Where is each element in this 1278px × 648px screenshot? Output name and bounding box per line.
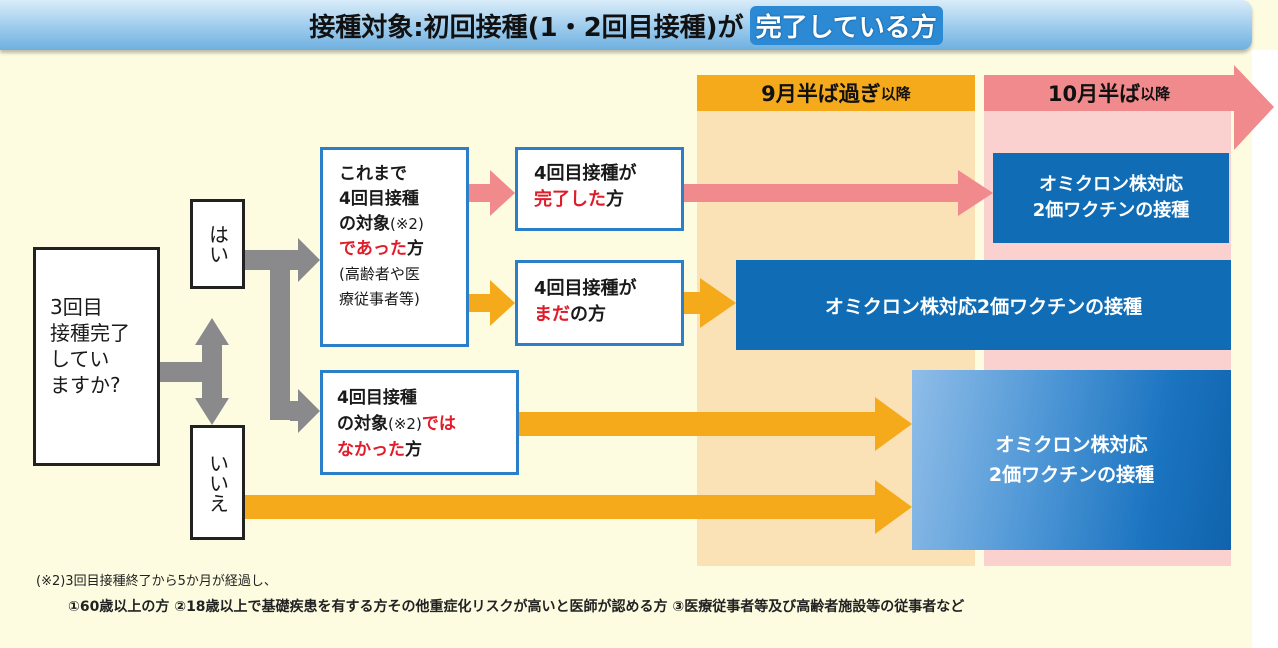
not-target-box: 4回目接種 の対象(※2)では なかった方	[320, 370, 519, 475]
title-prefix: 接種対象:初回接種(1・2回目接種)が	[309, 12, 744, 43]
vaccine-3-line: オミクロン株対応	[995, 434, 1148, 456]
orange-arrow-to-notyet	[490, 280, 515, 326]
was-target-line: の対象	[339, 214, 390, 234]
was-target-box: これまで 4回目接種 の対象(※2) であった方 (高齢者や医 療従事者等)	[320, 147, 469, 347]
orange-arrow-to-vaccine-3	[875, 397, 912, 451]
header-bar	[0, 0, 1252, 50]
flow-arrows	[160, 170, 993, 534]
vaccine-box-2: オミクロン株対応2価ワクチンの接種	[736, 260, 1231, 350]
yes-box: はい	[190, 199, 245, 289]
question-line: 3回目	[50, 295, 103, 319]
done-line: 方	[606, 189, 624, 210]
done-box: 4回目接種が 完了した方	[515, 147, 684, 231]
question-line: してい	[50, 347, 110, 371]
no-label: いいえ	[205, 452, 230, 513]
was-target-emphasis: であった	[339, 239, 407, 259]
gray-arrow-to-was-target	[298, 238, 320, 282]
pink-arrow-to-vaccine-1	[958, 170, 993, 216]
no-box: いいえ	[190, 425, 245, 540]
vaccine-3-line: 2価ワクチンの接種	[988, 464, 1155, 486]
footnote: (※2)3回目接種終了から5か月が経過し、	[36, 574, 277, 589]
october-column-header: 10月半ば以降	[984, 75, 1234, 111]
october-suffix: 以降	[1140, 84, 1171, 103]
was-target-line: 方	[406, 239, 424, 259]
done-line: 4回目接種が	[534, 163, 637, 184]
gray-arrow-to-not-target	[298, 389, 320, 433]
yes-label: はい	[205, 224, 230, 264]
vaccine-1-line: オミクロン株対応	[1039, 174, 1183, 195]
not-target-line: 4回目接種	[337, 388, 417, 408]
page-title: 接種対象:初回接種(1・2回目接種)が 完了している方	[0, 0, 1252, 50]
not-target-emphasis: では	[421, 414, 456, 434]
was-target-line: これまで	[339, 164, 407, 184]
not-yet-box: 4回目接種が まだの方	[515, 260, 684, 346]
was-target-line: 4回目接種	[339, 189, 419, 209]
pink-arrow-to-done	[490, 170, 515, 216]
gray-connector-question	[160, 362, 202, 382]
not-target-line: の対象	[337, 414, 388, 434]
question-line: ますか?	[50, 373, 121, 397]
not-yet-line: 4回目接種が	[534, 278, 637, 299]
question-line: 接種完了	[50, 321, 130, 345]
vaccine-1-line: 2価ワクチンの接種	[1032, 200, 1190, 221]
vaccine-box-1: オミクロン株対応 2価ワクチンの接種	[993, 153, 1229, 243]
september-suffix: 以降	[880, 84, 911, 103]
vaccine-2-text: オミクロン株対応2価ワクチンの接種	[824, 295, 1143, 318]
not-yet-line: の方	[570, 304, 606, 325]
was-target-sub: 療従事者等)	[339, 290, 420, 308]
september-label: 9月半ば過ぎ	[761, 82, 881, 106]
was-target-note: (※2)	[390, 215, 424, 233]
october-header-arrow	[984, 65, 1274, 150]
not-target-note: (※2)	[388, 415, 422, 433]
september-column-header: 9月半ば過ぎ以降	[697, 75, 975, 111]
done-emphasis: 完了した	[534, 189, 606, 210]
gray-arrow-to-yes	[195, 318, 229, 345]
orange-arrow-no-to-vaccine-3	[875, 480, 912, 534]
not-target-line: 方	[405, 440, 422, 460]
criteria-note: ①60歳以上の方 ②18歳以上で基礎疾患を有する方その他重症化リスクが高いと医師…	[68, 599, 965, 615]
title-highlight: 完了している方	[749, 5, 943, 45]
orange-arrow-to-vaccine-2	[700, 278, 736, 328]
not-target-emphasis: なかった	[337, 440, 405, 460]
question-box: 3回目 接種完了 してい ますか?	[33, 247, 160, 466]
was-target-sub: (高齢者や医	[339, 265, 420, 283]
october-label: 10月半ば	[1047, 82, 1141, 106]
vaccine-box-3: オミクロン株対応 2価ワクチンの接種	[912, 370, 1231, 550]
not-yet-emphasis: まだ	[534, 304, 570, 325]
gray-arrow-to-no	[195, 398, 229, 425]
right-margin-strip	[1252, 50, 1278, 648]
